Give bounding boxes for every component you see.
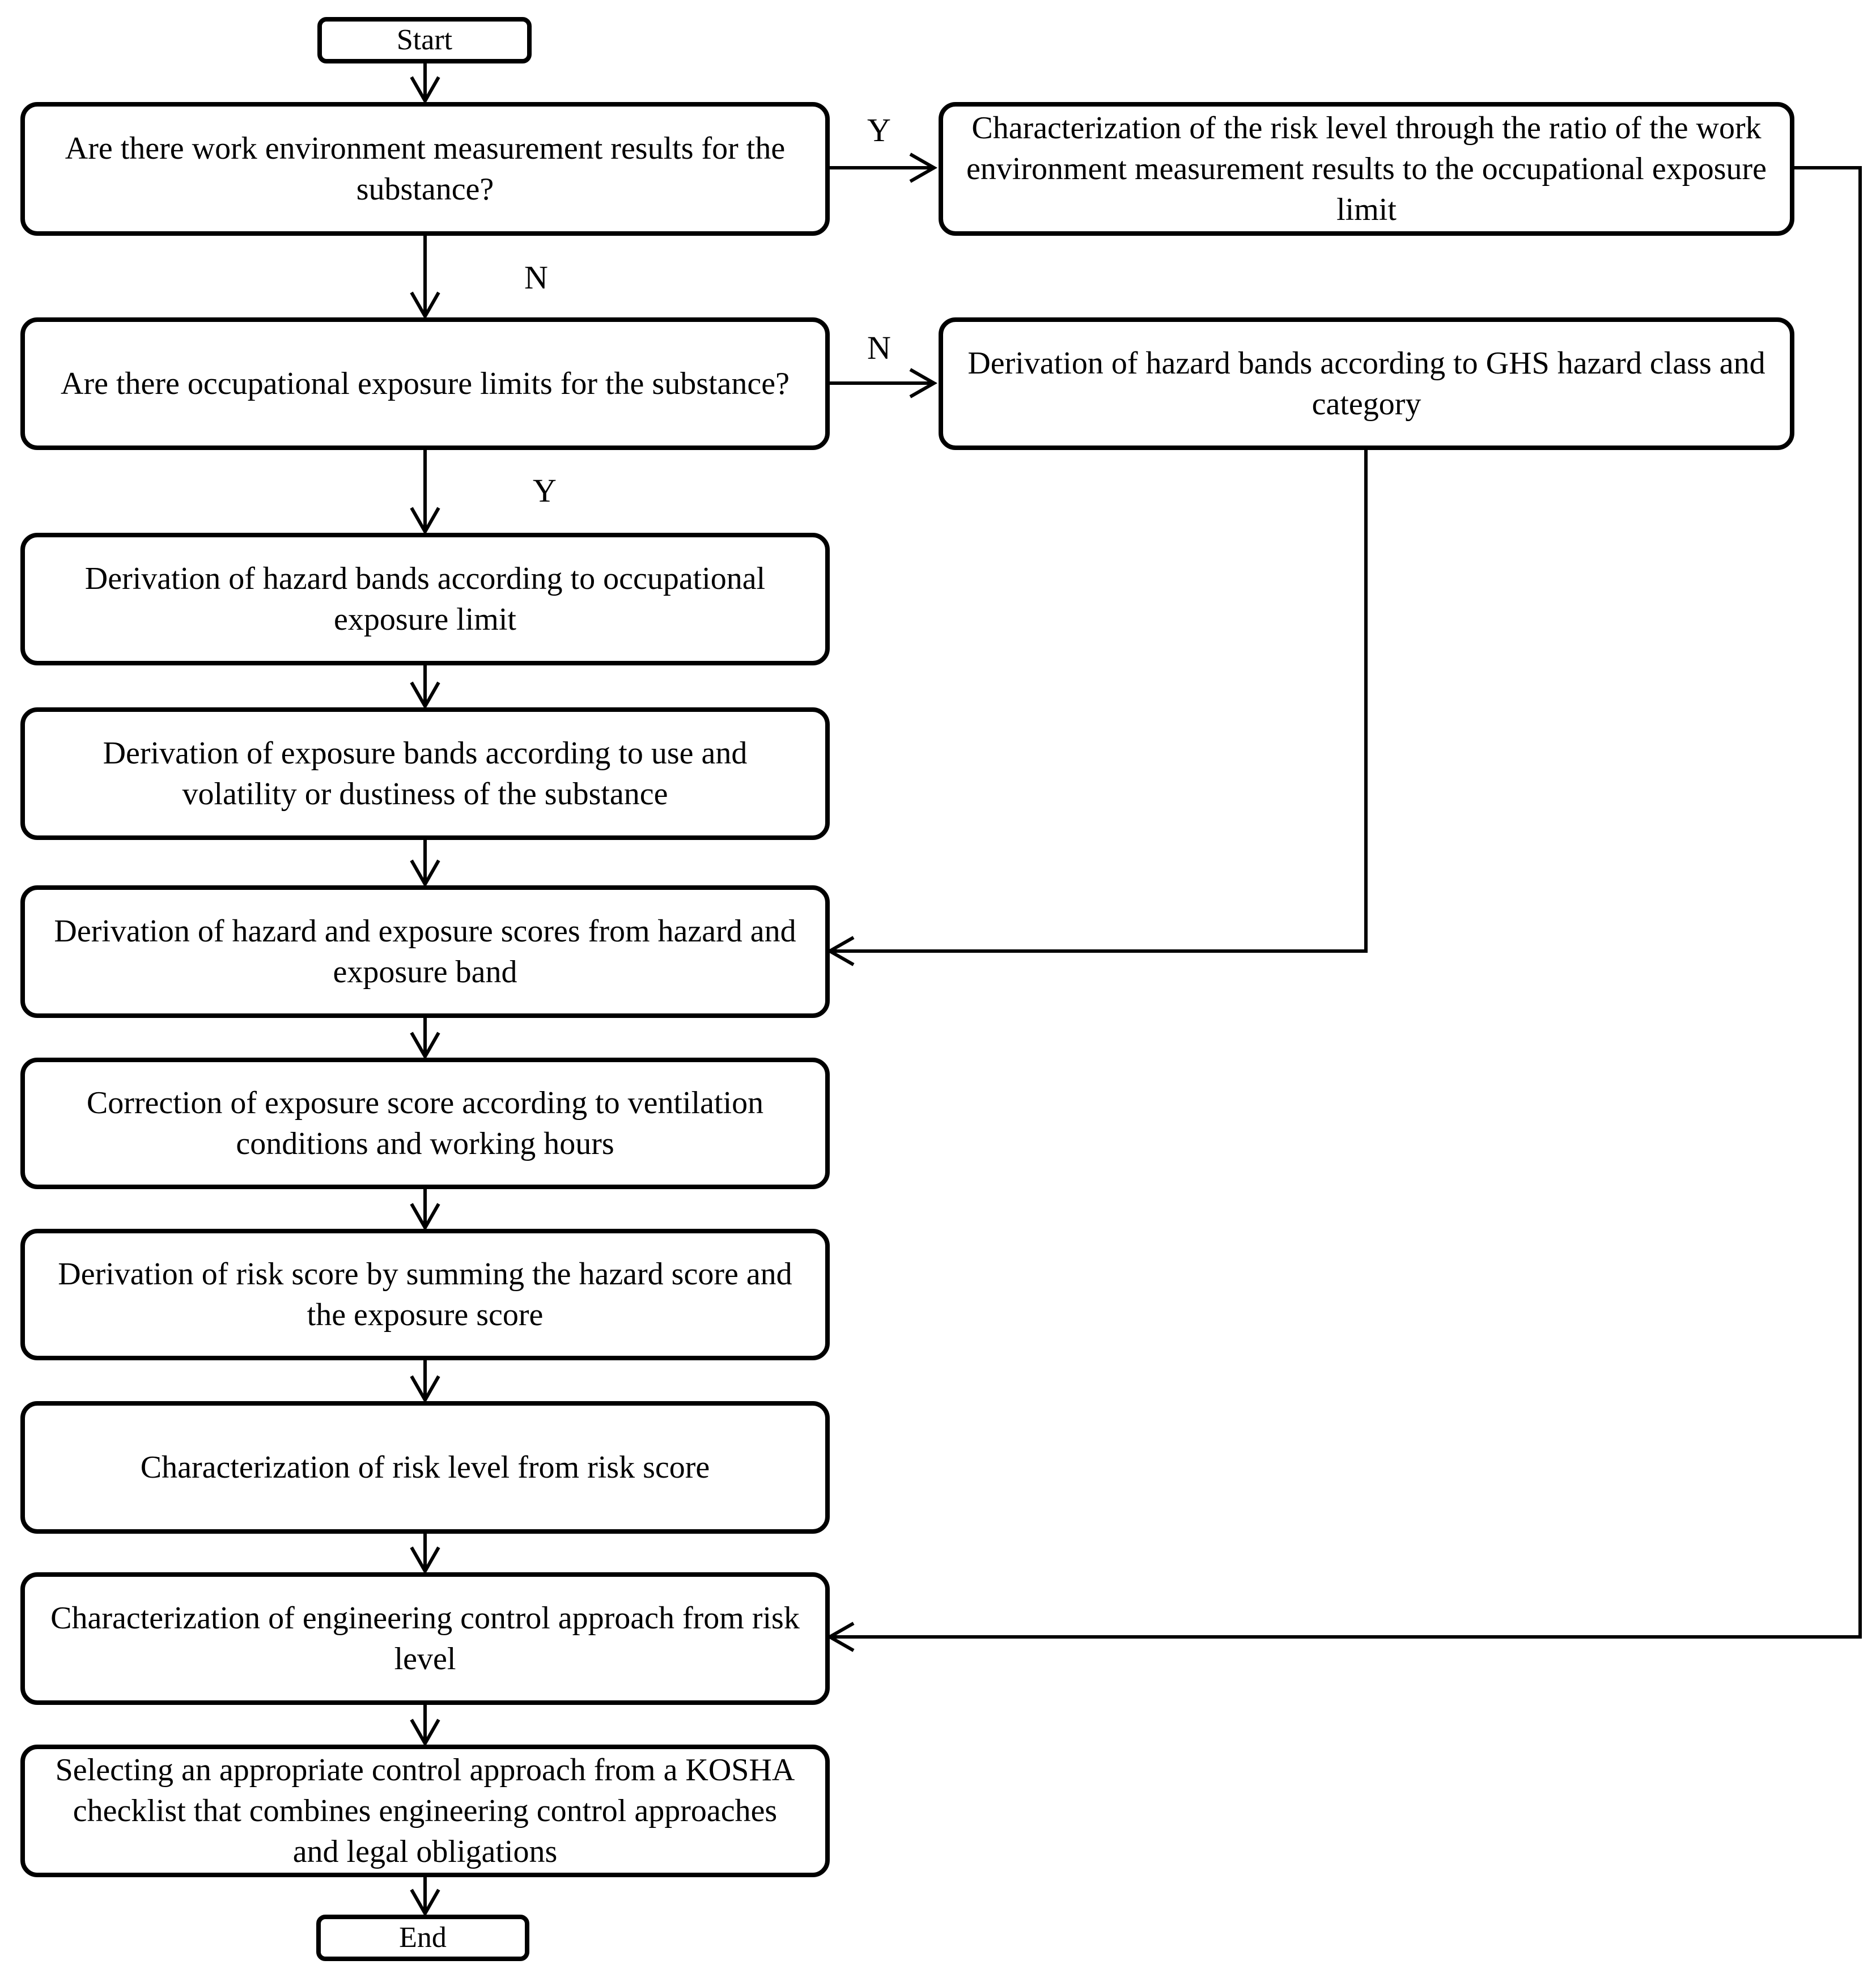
step-risk-score: Derivation of risk score by summing the … [20,1229,830,1360]
question-measurement-results-text: Are there work environment measurement r… [65,131,786,207]
arrow-ratio-to-control [826,166,1862,1652]
step-engineering-control-text: Characterization of engineering control … [50,1601,800,1677]
end-terminal: End [316,1915,529,1961]
step-kosha-checklist-text: Selecting an appropriate control approac… [55,1753,795,1869]
q1-yes-label: Y [867,112,891,148]
risk-ratio-characterization-box: Characterization of the risk level throu… [939,102,1794,236]
risk-ratio-characterization-text: Characterization of the risk level throu… [966,111,1767,227]
step-exposure-bands: Derivation of exposure bands according t… [20,707,830,840]
step-risk-level-text: Characterization of risk level from risk… [140,1450,710,1485]
step-exposure-score-correction-text: Correction of exposure score according t… [86,1085,764,1161]
q1-no-label: N [524,259,548,296]
arrow-ghs-to-scores [826,449,1368,966]
q2-no-label: N [867,329,891,366]
question-exposure-limits: Are there occupational exposure limits f… [20,317,830,450]
step-hazard-exposure-scores: Derivation of hazard and exposure scores… [20,885,830,1018]
step-hazard-exposure-scores-text: Derivation of hazard and exposure scores… [54,914,796,990]
q2-yes-label: Y [533,472,557,509]
question-exposure-limits-text: Are there occupational exposure limits f… [61,366,790,401]
step-exposure-bands-text: Derivation of exposure bands according t… [103,736,748,812]
step-risk-score-text: Derivation of risk score by summing the … [58,1257,792,1333]
step-exposure-score-correction: Correction of exposure score according t… [20,1058,830,1189]
step-engineering-control: Characterization of engineering control … [20,1572,830,1705]
ghs-hazard-bands-box: Derivation of hazard bands according to … [939,317,1794,450]
question-measurement-results: Are there work environment measurement r… [20,102,830,236]
step-hazard-bands-oel: Derivation of hazard bands according to … [20,533,830,665]
step-kosha-checklist: Selecting an appropriate control approac… [20,1745,830,1877]
ghs-hazard-bands-text: Derivation of hazard bands according to … [967,346,1765,422]
start-terminal: Start [317,17,532,63]
step-hazard-bands-oel-text: Derivation of hazard bands according to … [84,561,766,637]
step-risk-level: Characterization of risk level from risk… [20,1401,830,1534]
